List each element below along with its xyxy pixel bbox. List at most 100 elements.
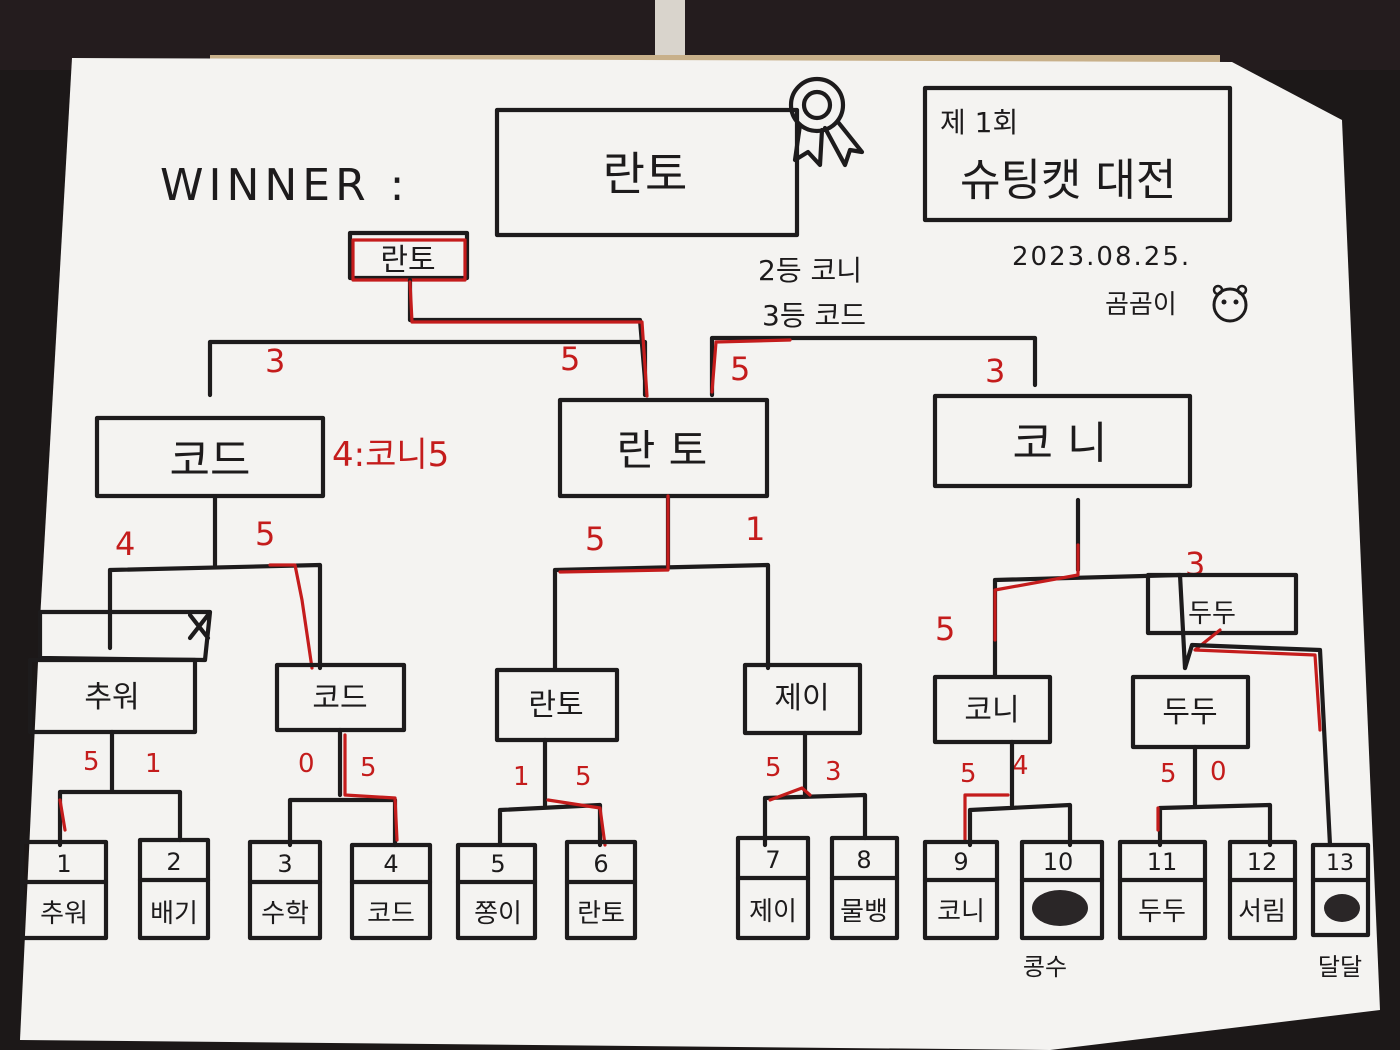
r1-bracket-4 <box>762 730 868 848</box>
r2-name-5: 코니 <box>964 693 1019 728</box>
extra-box <box>1145 572 1299 636</box>
final-bracket-right <box>709 335 1038 398</box>
quarter-red-1 <box>268 563 314 670</box>
player-4-name: 코드 <box>367 899 415 929</box>
player-13-num: 13 <box>1326 851 1354 876</box>
player-5-name: 쫑이 <box>474 899 522 929</box>
player-12-name: 서림 <box>1238 897 1286 927</box>
final-red-path <box>408 280 649 398</box>
q1-score-left: 4 <box>115 525 135 563</box>
runner-up: 2등 코니 <box>758 254 862 287</box>
player-11-num: 11 <box>1147 848 1178 876</box>
player-12: 12 서림 <box>1227 839 1298 941</box>
quarter-bracket-1 <box>107 495 323 671</box>
extra-bracket <box>1182 642 1333 848</box>
semi-box-right <box>932 393 1193 489</box>
player-3-name: 수학 <box>261 899 309 929</box>
third-place: 3등 코드 <box>762 299 866 332</box>
extra-box-name: 두두 <box>1188 599 1236 629</box>
r1-red-4 <box>768 786 812 802</box>
player-10: 10 콩수 <box>1019 839 1105 981</box>
player-10-name: 콩수 <box>1023 953 1067 981</box>
r2-score-2-right: 5 <box>360 753 377 783</box>
quarter-red-3 <box>993 543 1080 642</box>
r2-score-1-left: 5 <box>83 747 100 777</box>
player-10-scribble <box>1032 890 1088 926</box>
r2-score-2-left: 0 <box>298 749 315 779</box>
r1-red-5 <box>963 793 1010 844</box>
player-8: 8 물뱅 <box>829 835 900 941</box>
player-9-name: 코니 <box>937 897 985 927</box>
r2-name-2: 코드 <box>312 681 367 716</box>
player-9: 9 코니 <box>922 839 1000 941</box>
r2-score-3-right: 5 <box>575 762 592 792</box>
r1-bracket-1 <box>57 729 183 848</box>
player-13-scribble <box>1324 894 1360 922</box>
award-ribbon-icon <box>788 76 865 168</box>
title-line1: 제 1회 <box>940 106 1018 139</box>
crossed-out-box <box>37 609 213 663</box>
r2-name-4: 제이 <box>774 681 829 716</box>
player-3-num: 3 <box>277 850 292 878</box>
q2-score-right: 1 <box>745 510 765 548</box>
final-score-right: 5 <box>560 340 580 378</box>
paper-stand <box>655 0 685 62</box>
q3-score-right: 3 <box>1185 545 1205 583</box>
player-11: 11 두두 <box>1117 839 1208 941</box>
player-6-num: 6 <box>593 850 608 878</box>
player-11-name: 두두 <box>1138 897 1186 927</box>
r1-red-1 <box>58 798 67 832</box>
semi-red-path <box>710 338 792 394</box>
player-13-name: 달달 <box>1318 953 1362 981</box>
semi-box-middle <box>557 397 770 499</box>
player-7-name: 제이 <box>749 897 797 927</box>
r2-score-6-right: 0 <box>1210 757 1227 787</box>
semi-left-name: 코드 <box>170 435 251 486</box>
date: 2023.08.25. <box>1012 242 1191 272</box>
semi-right-name: 코 니 <box>1013 418 1108 469</box>
r2-name-3: 란토 <box>528 688 583 723</box>
player-13: 13 달달 <box>1310 842 1371 981</box>
player-5-num: 5 <box>490 850 505 878</box>
player-4-num: 4 <box>383 850 398 878</box>
semi-score-left: 5 <box>730 350 750 388</box>
player-6-name: 란토 <box>577 899 625 929</box>
r2-box-4 <box>742 662 863 736</box>
player-10-num: 10 <box>1043 848 1074 876</box>
q1-score-right: 5 <box>255 515 275 553</box>
winner-box <box>494 107 800 238</box>
r2-score-3-left: 1 <box>513 762 530 792</box>
semi-middle-name: 란 토 <box>617 426 708 475</box>
player-8-name: 물뱅 <box>840 897 888 927</box>
quarter-red-2 <box>558 494 670 574</box>
r2-box-5 <box>932 674 1053 745</box>
r1-bracket-5 <box>967 739 1073 848</box>
player-1: 1 추워 <box>19 839 109 941</box>
player-1-name: 추워 <box>40 899 88 929</box>
q3-score-left: 5 <box>935 610 955 648</box>
r2-score-4-right: 3 <box>825 757 842 787</box>
r2-score-5-left: 5 <box>960 759 977 789</box>
final-score-left: 3 <box>265 342 285 380</box>
player-7-num: 7 <box>765 846 780 874</box>
player-3: 3 수학 <box>247 839 323 941</box>
r2-score-5-right: 4 <box>1012 751 1029 781</box>
r2-score-1-right: 1 <box>145 749 162 779</box>
r1-bracket-3 <box>497 737 603 848</box>
r2-box-3 <box>494 667 620 743</box>
player-12-num: 12 <box>1247 848 1278 876</box>
final-box-name: 란토 <box>380 243 435 278</box>
player-2-name: 배기 <box>150 899 198 929</box>
r2-name-1: 추워 <box>84 680 139 715</box>
semi-score-right: 3 <box>985 352 1005 390</box>
bear-face-icon <box>1212 284 1248 323</box>
player-5: 5 쫑이 <box>455 842 538 941</box>
title-box <box>922 85 1233 223</box>
r2-score-4-left: 5 <box>765 753 782 783</box>
player-4: 4 코드 <box>349 842 433 941</box>
final-box <box>347 230 470 281</box>
r1-bracket-6 <box>1157 744 1273 848</box>
title-line2: 슈팅캣 대전 <box>960 155 1176 206</box>
player-7: 7 제이 <box>735 835 811 941</box>
